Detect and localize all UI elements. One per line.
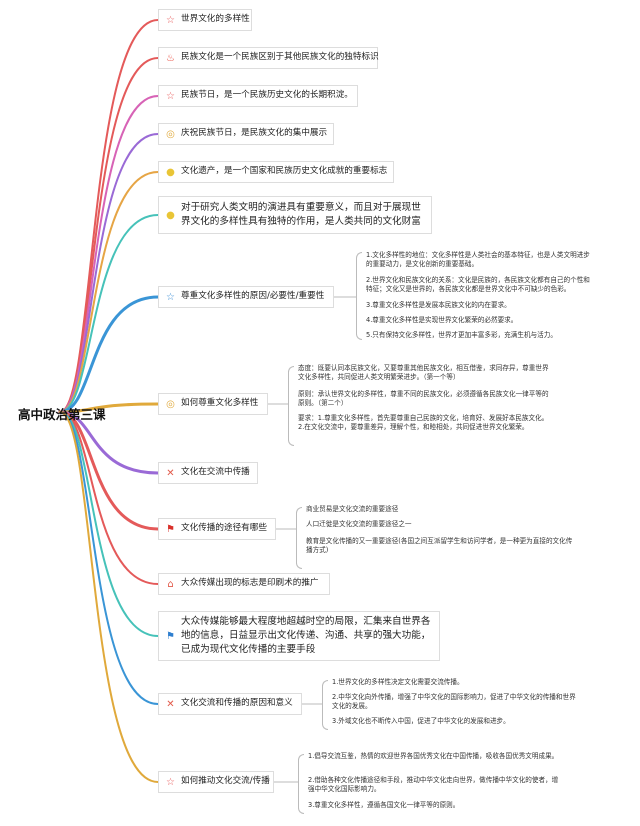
leaf-item[interactable]: 3.外域文化也不断传入中国，促进了中华文化的发展和进步。 [332, 717, 510, 725]
topic-label: 尊重文化多样性的原因/必要性/重要性 [181, 291, 325, 302]
leaf-item[interactable]: 5.只有保持文化多样性，世界才更加丰富多彩，充满生机与活力。 [366, 331, 557, 339]
branch-line [59, 411, 159, 585]
leaf-item[interactable]: 2.世界文化和民族文化的关系：文化是民族的，各民族文化都有自己的个性和特征；文化… [366, 276, 590, 294]
topic-label: 如何尊重文化多样性 [181, 398, 259, 409]
topic-label: 文化交流和传播的原因和意义 [181, 698, 293, 709]
topic-label: 庆祝民族节日，是民族文化的集中展示 [181, 128, 328, 139]
leaf-item[interactable]: 2.中华文化向外传播，增强了中华文化的国际影响力，促进了中华文化的传播和世界文化… [332, 693, 576, 711]
leaf-item[interactable]: 1.倡导交流互鉴，热情的欢迎世界各国优秀文化在中国传播，吸收各国优秀文明成果。 [308, 752, 559, 760]
topic-national-culture-identity[interactable]: ♨ 民族文化是一个民族区别于其他民族文化的独特标识 [158, 47, 379, 69]
tools-icon: ✕ [166, 698, 175, 710]
topic-label: 大众传媒能够最大程度地超越时空的局限，汇集来自世界各地的信息，日益显示出文化传递… [181, 616, 431, 655]
home-icon: ⌂ [167, 578, 174, 590]
topic-exchange-reasons-significance[interactable]: ✕ 文化交流和传播的原因和意义 [158, 693, 302, 715]
flag-icon: ⚑ [166, 630, 175, 642]
branch-line [59, 411, 159, 637]
star-outline-icon: ☆ [166, 776, 175, 788]
branch-line [58, 410, 160, 531]
topic-culture-spread-in-exchange[interactable]: ✕ 文化在交流中传播 [158, 462, 258, 484]
leaf-item[interactable]: 2.借助各种文化传播途径和手段，推动中华文化走向世界，做传播中华文化的使者，增强… [308, 776, 559, 794]
topic-celebrate-festival[interactable]: ◎ 庆祝民族节日，是民族文化的集中展示 [158, 123, 334, 145]
topic-label: 文化在交流中传播 [181, 467, 250, 478]
topic-label: 对于研究人类文明的演进具有重要意义，而且对于展现世界文化的多样性具有独特的作用，… [181, 202, 421, 227]
leaf-item[interactable]: 原则：承认世界文化的多样性，尊重不同的民族文化，必须遵循各民族文化一律平等的原则… [298, 390, 549, 408]
topic-label: 文化传播的途径有哪些 [181, 523, 267, 534]
leaf-item[interactable]: 商业贸易是文化交流的重要途径 [306, 505, 399, 513]
leaf-item[interactable]: 1.世界文化的多样性决定文化需要交流传播。 [332, 678, 464, 686]
topic-world-culture-diversity[interactable]: ☆ 世界文化的多样性 [158, 9, 252, 31]
leaf-item[interactable]: 人口迁徙是文化交流的重要途径之一 [306, 520, 412, 528]
topic-heritage-significance[interactable]: ● 对于研究人类文明的演进具有重要意义，而且对于展现世界文化的多样性具有独特的作… [158, 196, 432, 234]
topic-how-promote-exchange[interactable]: ☆ 如何推动文化交流/传播 [158, 771, 274, 793]
fire-icon: ♨ [166, 52, 175, 64]
star-outline-icon: ☆ [166, 291, 175, 303]
flag-icon: ⚑ [166, 523, 175, 535]
lightbulb-icon: ● [166, 166, 175, 178]
branch-line [59, 19, 159, 413]
leaf-item[interactable]: 要求：1.尊重文化多样性，首先要尊重自己民族的文化，培育好、发展好本民族文化。2… [298, 414, 549, 432]
tools-icon: ✕ [166, 467, 175, 479]
medal-icon: ◎ [166, 128, 175, 140]
topic-national-festival[interactable]: ☆ 民族节日，是一个民族历史文化的长期积淀。 [158, 85, 358, 107]
topic-spread-channels[interactable]: ⚑ 文化传播的途径有哪些 [158, 518, 276, 540]
leaf-item[interactable]: 3.尊重文化多样性，遵循各国文化一律平等的原则。 [308, 801, 460, 809]
topic-label: 文化遗产，是一个国家和民族历史文化成就的重要标志 [181, 166, 388, 177]
branch-line [59, 171, 159, 413]
leaf-bracket [288, 366, 294, 446]
topic-label: 如何推动文化交流/传播 [181, 776, 270, 787]
leaf-item[interactable]: 1.文化多样性的地位：文化多样性是人类社会的基本特征，也是人类文明进步的重要动力… [366, 251, 590, 269]
topic-cultural-heritage[interactable]: ● 文化遗产，是一个国家和民族历史文化成就的重要标志 [158, 161, 394, 183]
topic-label: 大众传媒出现的标志是印刷术的推广 [181, 578, 319, 589]
topic-label: 世界文化的多样性 [181, 14, 250, 25]
topic-mass-media-printing[interactable]: ⌂ 大众传媒出现的标志是印刷术的推广 [158, 573, 330, 595]
branch-line [59, 411, 159, 783]
medal-icon: ◎ [166, 398, 175, 410]
branch-line [59, 95, 159, 413]
leaf-bracket [356, 252, 362, 340]
branch-line [58, 402, 160, 414]
topic-respect-diversity-reasons[interactable]: ☆ 尊重文化多样性的原因/必要性/重要性 [158, 286, 334, 308]
leaf-bracket [296, 507, 302, 569]
branch-line [58, 295, 160, 414]
leaf-bracket [298, 754, 304, 814]
branch-line [59, 411, 159, 705]
topic-label: 民族文化是一个民族区别于其他民族文化的独特标识 [181, 52, 379, 63]
topic-label: 民族节日，是一个民族历史文化的长期积淀。 [181, 90, 353, 101]
root-topic[interactable]: 高中政治第三课 [18, 407, 106, 422]
leaf-item[interactable]: 态度：既要认同本民族文化，又要尊重其他民族文化，相互借鉴，求同存异，尊重世界文化… [298, 364, 549, 382]
leaf-item[interactable]: 3.尊重文化多样性是发展本民族文化的内在要求。 [366, 301, 511, 309]
star-outline-icon: ☆ [166, 14, 175, 26]
branch-line [59, 214, 159, 413]
leaf-item[interactable]: 4.尊重文化多样性是实现世界文化繁荣的必然要求。 [366, 316, 518, 324]
leaf-bracket [322, 680, 328, 730]
topic-mass-media-main-means[interactable]: ⚑ 大众传媒能够最大程度地超越时空的局限，汇集来自世界各地的信息，日益显示出文化… [158, 611, 440, 661]
topic-how-respect-diversity[interactable]: ◎ 如何尊重文化多样性 [158, 393, 268, 415]
leaf-item[interactable]: 教育是文化传播的又一重要途径(各国之间互派留学生和访问学者，是一种更为直接的文化… [306, 537, 573, 555]
star-outline-icon: ☆ [166, 90, 175, 102]
lightbulb-icon: ● [166, 209, 175, 221]
